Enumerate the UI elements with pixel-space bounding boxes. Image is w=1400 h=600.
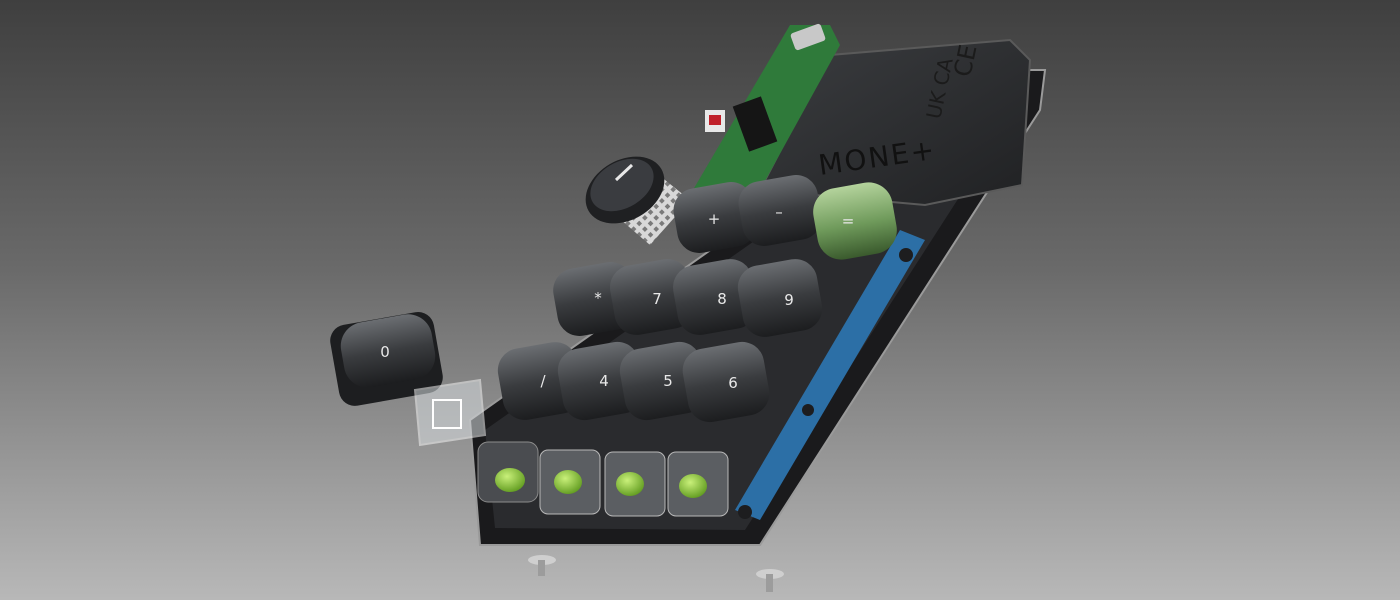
key-7 <box>610 259 694 335</box>
switch-row <box>477 441 729 517</box>
loose-key-0: 0 <box>330 311 443 406</box>
screw-right <box>756 569 784 592</box>
key-minus-label: – <box>775 203 783 221</box>
key-6-label: 6 <box>728 374 738 392</box>
top-plate: CE UK CA MONE+ <box>758 38 1032 207</box>
key-row-2: * 7 8 9 <box>553 259 823 337</box>
key-minus <box>738 175 822 246</box>
key-slash-label: / <box>540 372 546 390</box>
key-row-top: + – = <box>673 175 897 260</box>
screw-hole-icon <box>802 404 814 416</box>
switch-stem <box>554 470 582 494</box>
switch-housing-clear <box>413 378 487 447</box>
screw-left <box>528 555 556 576</box>
key-8 <box>673 259 757 335</box>
screw-hole-icon <box>899 248 913 262</box>
key-plus <box>673 182 757 253</box>
key-8-label: 8 <box>717 290 727 308</box>
pcb-board <box>690 23 840 195</box>
key-7-label: 7 <box>652 290 662 308</box>
key-plus-label: + <box>708 210 721 228</box>
key-9 <box>737 259 823 337</box>
usb-c-port <box>790 23 826 51</box>
battery-strip <box>735 230 925 520</box>
key-equals <box>813 182 897 260</box>
screw-hole-icon <box>738 505 752 519</box>
key-9-label: 9 <box>784 291 794 309</box>
key-equals-label: = <box>842 212 855 230</box>
key-6 <box>682 341 770 423</box>
switch-stem <box>679 474 707 498</box>
rotary-knob <box>585 156 690 245</box>
key-0-label: 0 <box>380 343 390 361</box>
switch-stem <box>495 468 525 492</box>
key-4-label: 4 <box>599 372 609 390</box>
key-5-label: 5 <box>663 372 673 390</box>
key-row-3: / 4 5 6 <box>497 341 770 423</box>
ce-mark: CE <box>948 42 982 79</box>
switch-stem <box>616 472 644 496</box>
key-asterisk-label: * <box>594 289 602 307</box>
key-5 <box>619 341 707 421</box>
